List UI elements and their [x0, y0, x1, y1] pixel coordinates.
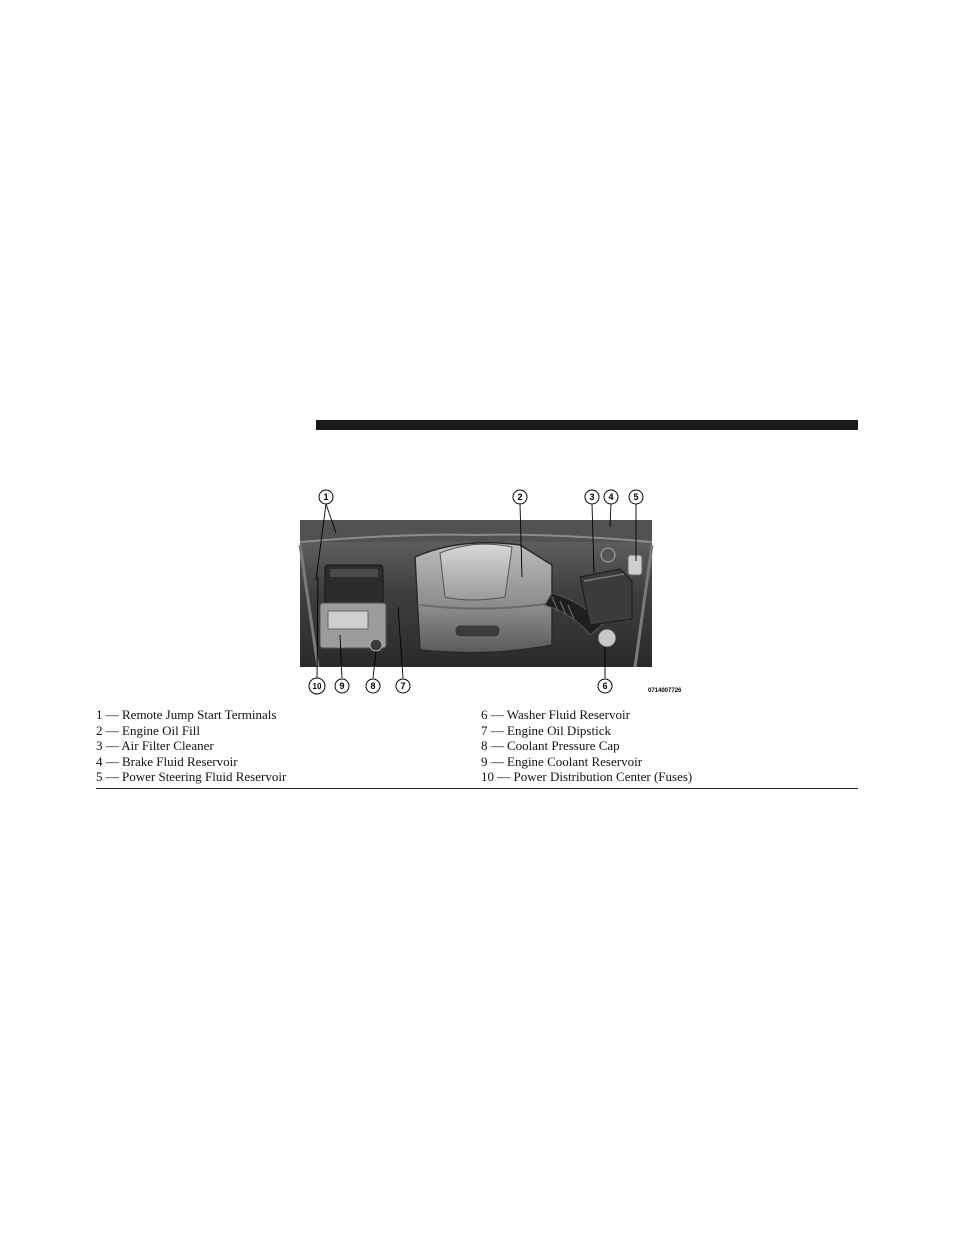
svg-text:2: 2 [517, 492, 522, 502]
svg-text:5: 5 [633, 492, 638, 502]
callout-9: 9 [334, 678, 350, 694]
callout-8: 8 [365, 678, 381, 694]
svg-text:1: 1 [323, 492, 328, 502]
legend-item: 10 — Power Distribution Center (Fuses) [481, 769, 693, 784]
callout-6: 6 [597, 678, 613, 694]
image-code: 0714007726 [648, 688, 682, 694]
svg-text:9: 9 [339, 681, 344, 691]
legend-item: 6 — Washer Fluid Reservoir [481, 707, 630, 722]
svg-text:6: 6 [602, 681, 607, 691]
legend-item: 5 — Power Steering Fluid Reservoir [96, 769, 287, 784]
legend-left-column: 1 — Remote Jump Start Terminals 2 — Engi… [96, 707, 286, 785]
legend-item: 1 — Remote Jump Start Terminals [96, 707, 277, 722]
legend-bottom-rule [96, 788, 858, 789]
callout-10: 10 [308, 677, 326, 695]
engine-compartment-illustration: 0714007726 1 2 [298, 489, 682, 695]
legend-item: 4 — Brake Fluid Reservoir [96, 753, 238, 769]
callout-2: 2 [512, 489, 528, 505]
legend-item: 2 — Engine Oil Fill [96, 722, 200, 738]
legend-right-column: 6 — Washer Fluid Reservoir 7 — Engine Oi… [481, 707, 692, 785]
callout-5: 5 [628, 489, 644, 505]
legend-item: 9 — Engine Coolant Reservoir [481, 753, 643, 769]
svg-text:8: 8 [370, 681, 375, 691]
legend-item: 3 — Air Filter Cleaner [96, 738, 214, 753]
engine-compartment-figure: 0714007726 1 2 [290, 485, 710, 700]
legend-item: 7 — Engine Oil Dipstick [481, 722, 611, 738]
callout-7: 7 [395, 678, 411, 694]
svg-text:10: 10 [313, 682, 322, 691]
svg-text:4: 4 [608, 492, 613, 502]
section-header-bar [316, 420, 858, 430]
callout-3: 3 [584, 489, 600, 505]
svg-text:7: 7 [400, 681, 405, 691]
legend-item: 8 — Coolant Pressure Cap [481, 738, 620, 753]
svg-text:3: 3 [589, 492, 594, 502]
callout-4: 4 [603, 489, 619, 505]
callout-1: 1 [318, 489, 334, 505]
